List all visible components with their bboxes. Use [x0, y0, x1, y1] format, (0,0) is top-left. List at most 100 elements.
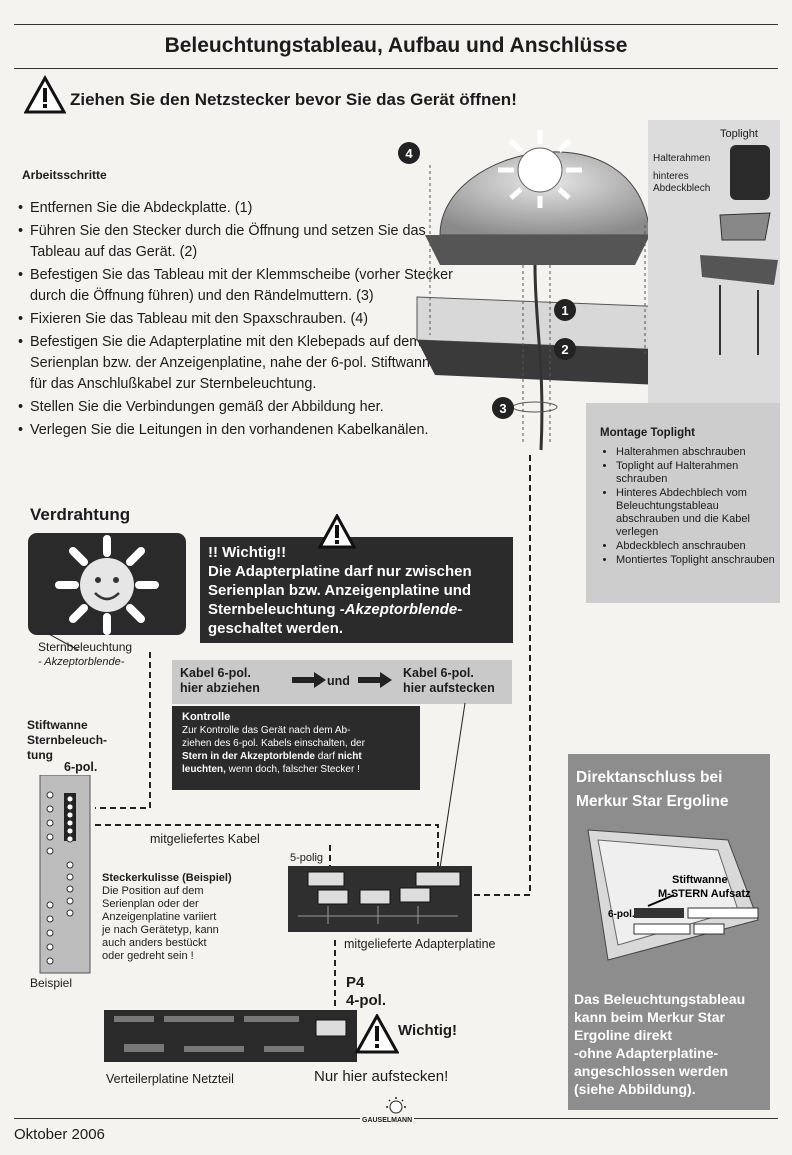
page-title: Beleuchtungstableau, Aufbau und Anschlüs…	[164, 34, 628, 57]
kabel-right-line2: hier aufstecken	[403, 681, 495, 695]
sun-icon	[55, 535, 159, 635]
steps-list: Entfernen Sie die Abdeckplatte. (1) Führ…	[18, 198, 458, 443]
kontrolle-box: Kontrolle Zur Kontrolle das Gerät nach d…	[172, 706, 420, 790]
arrow-right-icon	[292, 672, 326, 688]
wichtig-title: !! Wichtig!!	[208, 544, 287, 561]
montage-item: Abdeckblech anschrauben	[616, 540, 780, 553]
wichtig-line3: Sternbeleuchtung	[208, 601, 340, 618]
montage-heading: Montage Toplight	[600, 427, 695, 439]
halterahmen-frame	[719, 212, 771, 241]
kulisse-line: Serienplan oder der	[102, 898, 199, 910]
sun-box	[28, 533, 186, 635]
kabel-left: Kabel 6-pol. hier abziehen	[180, 666, 260, 696]
cable	[533, 264, 544, 451]
kulisse-line: oder gedreht sein !	[102, 950, 194, 962]
stiftwanne-board	[39, 775, 91, 974]
kontrolle-bold: nicht	[337, 751, 362, 762]
wichtig2-label: Wichtig!	[398, 1022, 458, 1039]
direkt-stiftwanne-1: Stiftwanne	[672, 874, 728, 886]
step-item: Fixieren Sie das Tableau mit den Spaxsch…	[18, 309, 458, 330]
cover-body	[417, 340, 670, 385]
kabel-und: und	[327, 674, 350, 688]
callout-badge	[554, 338, 576, 360]
verteiler-label: Verteilerplatine Netzteil	[106, 1072, 234, 1086]
toplight-body	[730, 145, 770, 200]
kabel-right-line1: Kabel 6-pol.	[403, 666, 474, 680]
abdeckblech-plate	[700, 255, 778, 285]
step-item: Befestigen Sie die Adapterplatine mit de…	[18, 332, 458, 395]
step-item: Führen Sie den Stecker durch die Öffnung…	[18, 221, 458, 263]
label-toplight: Toplight	[720, 128, 758, 140]
montage-item: Halterahmen abschrauben	[616, 446, 780, 459]
direkt-body-line: kann beim Merkur Star	[574, 1009, 725, 1025]
callout-4-left: 4	[405, 146, 413, 161]
direkt-box: Direktanschluss bei Merkur Star Ergoline…	[568, 754, 770, 1110]
kontrolle-text: wenn doch, falscher Stecker !	[225, 764, 360, 775]
direkt-heading-line: Direktanschluss bei	[576, 769, 723, 786]
label-abdeckblech: Abdeckblech	[653, 183, 711, 194]
callout-1: 1	[561, 303, 568, 318]
footer-date: Oktober 2006	[14, 1126, 105, 1143]
warning-triangle-icon	[24, 75, 66, 114]
stiftwanne-line: tung	[27, 748, 53, 762]
montage-item: Toplight auf Halterahmen schrauben	[616, 460, 780, 486]
direkt-heading-line: Merkur Star Ergoline	[576, 793, 729, 810]
p4-label: P4	[346, 974, 365, 991]
dome-base	[425, 235, 650, 265]
toplight-illustration	[700, 145, 778, 355]
direkt-body-line: Das Beleuchtungstableau	[574, 991, 746, 1007]
vier-pol-label: 4-pol.	[346, 992, 386, 1009]
callout-3: 3	[499, 401, 506, 416]
direkt-stiftwanne-2: M-STERN Aufsatz	[658, 888, 751, 900]
label-hinteres: hinteres	[653, 171, 689, 182]
verdrahtung-heading: Verdrahtung	[30, 505, 131, 524]
direkt-heading: Direktanschluss bei Merkur Star Ergoline	[576, 766, 770, 814]
warning-heading: Ziehen Sie den Netzstecker bevor Sie das…	[70, 90, 517, 109]
label-halterahmen: Halterahmen	[653, 153, 711, 164]
kulisse-line: auch anders bestückt	[102, 937, 207, 949]
kontrolle-line: leuchten, wenn doch, falscher Stecker !	[182, 763, 410, 776]
kontrolle-bold: Stern in der Akzeptorblende	[182, 751, 315, 762]
steps-heading: Arbeitsschritte	[22, 168, 107, 182]
wichtig-line: geschaltet werden.	[208, 620, 344, 637]
callout-badge	[492, 397, 514, 419]
kontrolle-line: ziehen des 6-pol. Kabels einschalten, de…	[182, 738, 365, 749]
kabel-left-line1: Kabel 6-pol.	[180, 666, 251, 680]
direkt-body-line: (siehe Abbildung).	[574, 1081, 696, 1097]
kulisse-line: je nach Gerätetyp, kann	[102, 924, 219, 936]
wichtig-line: Die Adapterplatine darf nur zwischen	[208, 563, 472, 580]
sun-caption: Sternbeleuchtung - Akzeptorblende-	[38, 640, 132, 670]
kabel-left-line2: hier abziehen	[180, 681, 260, 695]
kabel-box	[172, 660, 512, 704]
assembly-diagram: 4 4 1 2 3	[398, 130, 676, 451]
montage-item: Hinteres Abdechblech vom Beleuchtungstab…	[616, 487, 780, 539]
kulisse-text: Steckerkulisse (Beispiel) Die Position a…	[102, 872, 232, 963]
callout-badge	[554, 299, 576, 321]
fuenf-polig: 5-polig	[290, 852, 324, 864]
adapterplatine-board	[288, 866, 472, 932]
direkt-body-line: Ergoline direkt	[574, 1027, 673, 1043]
step-item: Verlegen Sie die Leitungen in den vorhan…	[18, 420, 458, 441]
sun-logo-icon	[386, 1097, 406, 1114]
stiftwanne-line: Sternbeleuch-	[27, 733, 108, 747]
wichtig-box: !! Wichtig!! Die Adapterplatine darf nur…	[200, 537, 513, 643]
mitgeliefertes-kabel: mitgeliefertes Kabel	[150, 832, 260, 846]
kulisse-title: Steckerkulisse (Beispiel)	[102, 872, 232, 884]
stiftwanne-pol: 6-pol.	[64, 760, 98, 774]
adapterplatine-label: mitgelieferte Adapterplatine	[344, 937, 496, 951]
footer-logo: GAUSELMANN	[360, 1117, 415, 1124]
warning-triangle-icon	[355, 1014, 399, 1054]
callout-2: 2	[561, 342, 568, 357]
nur-hier-label: Nur hier aufstecken!	[314, 1068, 449, 1085]
title-rule	[14, 68, 778, 69]
direkt-body-line: -ohne Adapterplatine-	[574, 1045, 719, 1061]
step-item: Befestigen Sie das Tableau mit der Klemm…	[18, 265, 458, 307]
sun-caption-line1: Sternbeleuchtung	[38, 640, 133, 654]
stiftwanne-label: Stiftwanne Sternbeleuch- tung	[27, 718, 107, 763]
kontrolle-title: Kontrolle	[182, 711, 231, 723]
direkt-body: Das Beleuchtungstableau kann beim Merkur…	[574, 990, 745, 1098]
top-rule	[14, 24, 778, 25]
ergoline-illustration	[587, 829, 759, 961]
kontrolle-bold: leuchten,	[182, 764, 226, 775]
